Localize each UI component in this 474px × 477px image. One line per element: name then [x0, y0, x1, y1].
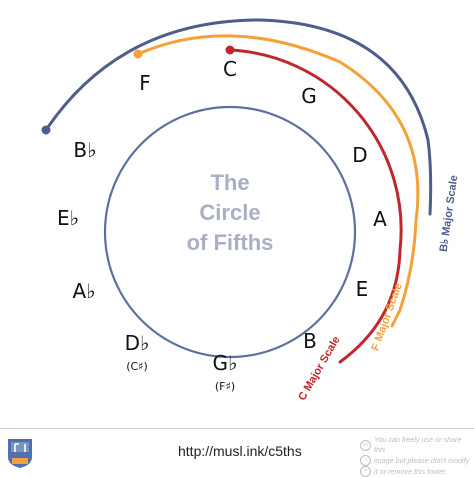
- key-label-d: D: [352, 143, 367, 167]
- key-label-f: F: [139, 71, 151, 95]
- f-major-label: F Major Scale: [369, 282, 405, 353]
- c-major-start-dot: [225, 45, 235, 55]
- key-label-e: E: [356, 277, 369, 301]
- key-label-g: G: [301, 84, 317, 108]
- key-label-a: A: [373, 207, 387, 231]
- key-alt-label-gb: (F♯): [215, 380, 235, 393]
- f-major-arc: [136, 34, 420, 328]
- c-major-arc: [228, 48, 403, 364]
- key-alt-label-db: (C♯): [126, 360, 148, 373]
- attribution-icon: i: [360, 455, 371, 466]
- license-line-3: it or remove this footer.: [374, 466, 448, 476]
- bb-major-start-dot: [41, 125, 51, 135]
- cc-icon: cc: [360, 439, 371, 451]
- bb-major-label: B♭ Major Scale: [438, 174, 461, 252]
- key-label-db: D♭: [125, 331, 150, 355]
- key-label-ab: A♭: [72, 279, 95, 303]
- footer-url-link[interactable]: http://musl.ink/c5ths: [178, 443, 302, 459]
- license-line-2: image but please don't modify: [374, 455, 470, 465]
- musl-logo-icon: [6, 437, 34, 469]
- key-label-b: B: [303, 329, 317, 353]
- f-major-start-dot: [133, 49, 143, 59]
- center-title-line: of Fifths: [187, 230, 274, 255]
- key-label-bb: B♭: [73, 138, 96, 162]
- license-line-1: You can freely use or share this: [374, 435, 462, 454]
- bb-major-arc: [44, 18, 433, 216]
- key-label-eb: E♭: [57, 206, 79, 230]
- no-derivatives-icon: =: [360, 466, 371, 477]
- key-label-gb: G♭: [213, 351, 238, 375]
- center-title-line: The: [210, 170, 249, 195]
- center-title-line: Circle: [199, 200, 260, 225]
- key-label-c: C: [223, 57, 237, 81]
- inner-circle: [103, 105, 357, 359]
